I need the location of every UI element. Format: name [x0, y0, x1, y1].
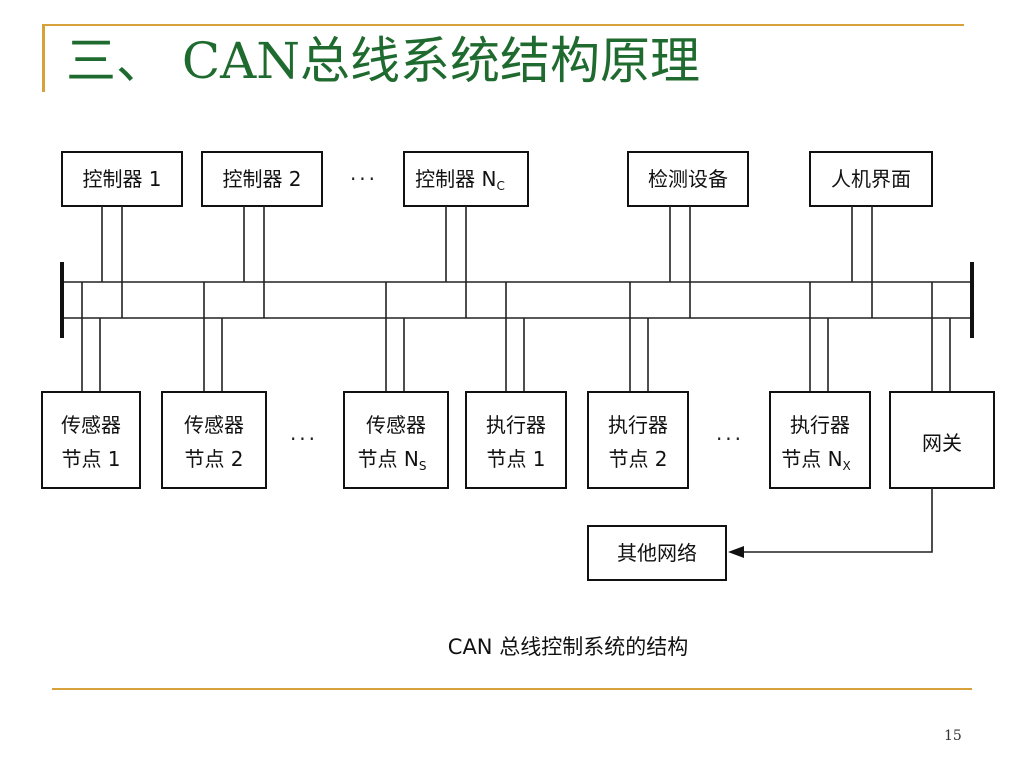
slide-title: 三、 CAN总线系统结构原理	[66, 32, 701, 90]
page-number: 15	[944, 728, 962, 744]
svg-text:节点 NX: 节点 NX	[781, 447, 851, 473]
controllers-ellipsis: ···	[350, 167, 378, 191]
sensor-node-ns-subscript: S	[419, 459, 427, 473]
sensor-node-2-line1: 传感器	[184, 413, 244, 437]
actuator-node-1-line2: 节点 1	[486, 447, 545, 471]
svg-text:控制器 NC: 控制器 NC	[415, 167, 505, 193]
gateway-box	[889, 391, 995, 489]
diagram-caption: CAN 总线控制系统的结构	[448, 635, 688, 659]
controller-label-2: 控制器 2	[222, 167, 301, 191]
bottom-connectors	[81, 282, 951, 392]
top-connectors	[101, 206, 873, 318]
controller-label-1: 控制器 1	[82, 167, 161, 191]
controller-box-2	[201, 151, 323, 207]
actuator-nodes-ellipsis: ···	[716, 427, 744, 451]
sensor-node-ns-line2: 节点 N	[358, 447, 419, 471]
sensor-node-1-line1: 传感器	[61, 413, 121, 437]
actuator-node-nx-line1: 执行器	[790, 413, 850, 437]
actuator-node-nx-line2: 节点 N	[781, 447, 842, 471]
other-network-box	[587, 525, 727, 581]
sensor-node-box-ns	[343, 391, 449, 489]
sensor-node-box-2	[161, 391, 267, 489]
gateway-to-network-line	[740, 488, 933, 553]
actuator-node-2-line1: 执行器	[608, 413, 668, 437]
title-accent-side-rule	[42, 26, 45, 92]
gateway-arrowhead	[728, 546, 744, 558]
controller-box-nc	[403, 151, 529, 207]
controller-label-nc-subscript: C	[496, 179, 504, 193]
controller-box-1	[61, 151, 183, 207]
actuator-node-2-line2: 节点 2	[608, 447, 667, 471]
detection-device-box	[627, 151, 749, 207]
sensor-node-ns-line1: 传感器	[366, 413, 426, 437]
hmi-box	[809, 151, 933, 207]
actuator-node-box-1	[465, 391, 567, 489]
actuator-node-box-2	[587, 391, 689, 489]
footer-rule	[52, 688, 972, 690]
detection-device-label: 检测设备	[648, 167, 728, 191]
sensor-node-1-line2: 节点 1	[61, 447, 120, 471]
sensor-node-box-1	[41, 391, 141, 489]
svg-text:节点 NS: 节点 NS	[358, 447, 427, 473]
sensor-node-2-line2: 节点 2	[184, 447, 243, 471]
gateway-label: 网关	[922, 431, 962, 455]
title-accent-top-rule	[42, 24, 964, 26]
actuator-node-nx-subscript: X	[843, 459, 851, 473]
sensor-nodes-ellipsis: ···	[290, 427, 318, 451]
hmi-label: 人机界面	[831, 167, 911, 191]
controller-label-nc: 控制器 N	[415, 167, 496, 191]
actuator-node-box-nx	[769, 391, 871, 489]
other-network-label: 其他网络	[617, 541, 697, 565]
actuator-node-1-line1: 执行器	[486, 413, 546, 437]
